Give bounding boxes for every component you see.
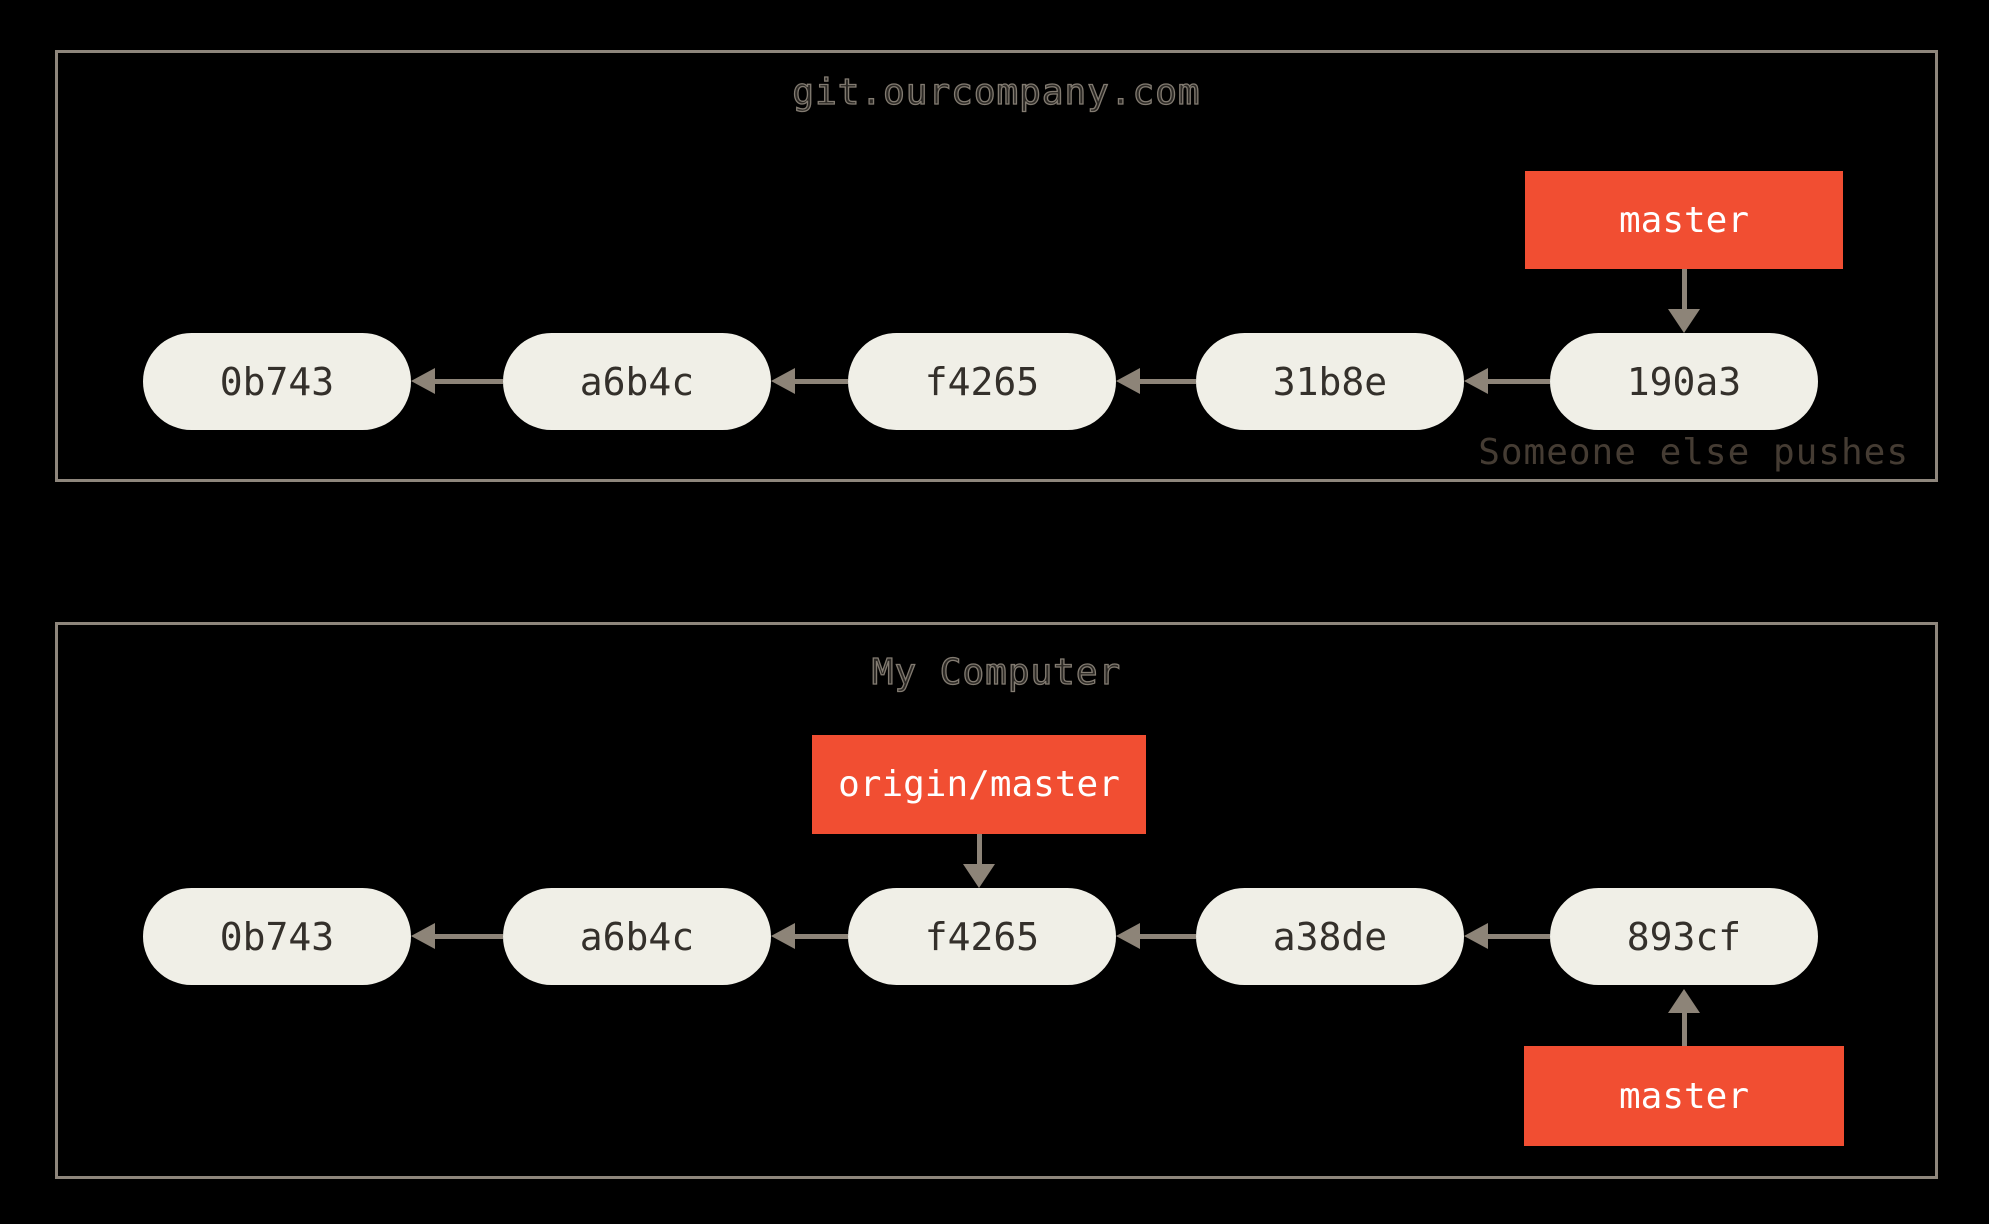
commit-id: a38de — [1272, 914, 1388, 959]
commit-id: 893cf — [1626, 914, 1742, 959]
remote-panel-title: git.ourcompany.com — [792, 72, 1201, 113]
arrow-left-icon — [411, 368, 503, 394]
arrow-head — [411, 368, 435, 394]
arrow-left-icon — [1116, 923, 1196, 949]
commit-node-0b743: 0b743 — [143, 333, 411, 430]
arrow-head — [1668, 309, 1700, 333]
commit-node-f4265: f4265 — [848, 888, 1116, 985]
local-repo-panel: My Computer origin/master 0b743 a6b4c f4… — [55, 622, 1938, 1179]
arrow-shaft — [1681, 269, 1687, 309]
arrow-head — [1464, 923, 1488, 949]
arrow-left-icon — [1116, 368, 1196, 394]
commit-id: f4265 — [924, 914, 1040, 959]
origin-master-branch-text: origin/master — [838, 764, 1120, 805]
arrow-head — [771, 368, 795, 394]
arrow-shaft — [1140, 933, 1196, 939]
arrow-head — [1464, 368, 1488, 394]
arrow-left-icon — [771, 368, 848, 394]
arrow-shaft — [1681, 1013, 1687, 1046]
commit-id: 0b743 — [219, 914, 335, 959]
commit-id: 0b743 — [219, 359, 335, 404]
commit-node-a6b4c: a6b4c — [503, 333, 771, 430]
arrow-head — [963, 864, 995, 888]
remote-master-branch-label: master — [1525, 171, 1843, 269]
commit-node-190a3: 190a3 — [1550, 333, 1818, 430]
arrow-head — [1116, 923, 1140, 949]
commit-id: a6b4c — [579, 359, 695, 404]
arrow-shaft — [1488, 378, 1550, 384]
local-panel-title: My Computer — [871, 652, 1122, 693]
commit-id: 31b8e — [1272, 359, 1388, 404]
remote-master-branch-text: master — [1618, 199, 1750, 241]
arrow-up-icon — [1668, 989, 1700, 1046]
arrow-left-icon — [1464, 923, 1550, 949]
origin-master-branch-label: origin/master — [812, 735, 1146, 834]
arrow-head — [411, 923, 435, 949]
commit-node-a6b4c: a6b4c — [503, 888, 771, 985]
remote-repo-panel: git.ourcompany.com master 0b743 a6b4c f4… — [55, 50, 1938, 482]
commit-node-31b8e: 31b8e — [1196, 333, 1464, 430]
arrow-shaft — [1140, 378, 1196, 384]
arrow-down-icon — [963, 834, 995, 888]
commit-node-a38de: a38de — [1196, 888, 1464, 985]
arrow-shaft — [795, 933, 848, 939]
arrow-shaft — [1488, 933, 1550, 939]
commit-node-893cf: 893cf — [1550, 888, 1818, 985]
commit-id: 190a3 — [1626, 359, 1742, 404]
arrow-shaft — [976, 834, 982, 864]
arrow-shaft — [435, 933, 503, 939]
arrow-head — [771, 923, 795, 949]
arrow-shaft — [435, 378, 503, 384]
commit-id: f4265 — [924, 359, 1040, 404]
arrow-shaft — [795, 378, 848, 384]
commit-node-f4265: f4265 — [848, 333, 1116, 430]
arrow-head — [1668, 989, 1700, 1013]
local-master-branch-label: master — [1524, 1046, 1844, 1146]
arrow-down-icon — [1668, 269, 1700, 333]
arrow-head — [1116, 368, 1140, 394]
arrow-left-icon — [1464, 368, 1550, 394]
commit-id: a6b4c — [579, 914, 695, 959]
local-master-branch-text: master — [1618, 1075, 1750, 1117]
arrow-left-icon — [771, 923, 848, 949]
remote-caption: Someone else pushes — [1478, 432, 1909, 473]
arrow-left-icon — [411, 923, 503, 949]
commit-node-0b743: 0b743 — [143, 888, 411, 985]
